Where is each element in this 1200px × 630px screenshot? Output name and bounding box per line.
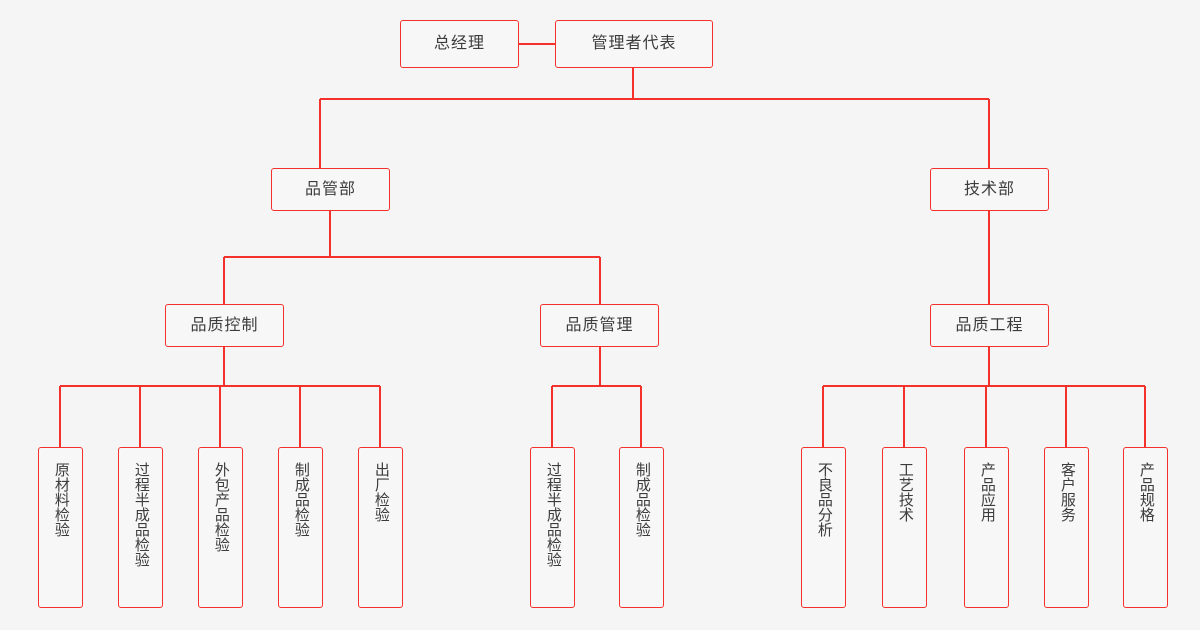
node-label: 产品应用: [978, 462, 996, 522]
node-quality-management-section[interactable]: 品质管理: [540, 304, 659, 347]
node-label: 品管部: [304, 180, 356, 198]
node-label: 总经理: [433, 35, 485, 52]
node-quality-engineering-section[interactable]: 品质工程: [930, 304, 1049, 347]
node-customer-service[interactable]: 客户服务: [1044, 447, 1089, 608]
node-technical-department[interactable]: 技术部: [930, 168, 1049, 211]
node-product-application[interactable]: 产品应用: [964, 447, 1009, 608]
node-quality-control-department[interactable]: 品管部: [271, 168, 390, 211]
node-label: 管理者代表: [591, 35, 677, 52]
node-in-process-inspection[interactable]: 过程半成品检验: [118, 447, 163, 608]
node-outsourced-product-inspection[interactable]: 外包产品检验: [198, 447, 243, 608]
node-general-manager[interactable]: 总经理: [400, 20, 519, 68]
node-quality-control-section[interactable]: 品质控制: [165, 304, 284, 347]
node-defective-product-analysis[interactable]: 不良品分析: [801, 447, 846, 608]
node-product-specification[interactable]: 产品规格: [1123, 447, 1168, 608]
node-label: 出厂检验: [372, 462, 390, 522]
node-finished-product-inspection[interactable]: 制成品检验: [278, 447, 323, 608]
node-label: 制成品检验: [292, 462, 310, 537]
node-label: 品质管理: [565, 316, 634, 334]
node-label: 产品规格: [1137, 462, 1155, 522]
node-label: 品质控制: [190, 316, 259, 334]
node-label: 外包产品检验: [212, 462, 230, 552]
node-label: 技术部: [963, 180, 1015, 198]
node-label: 客户服务: [1058, 462, 1076, 522]
node-label: 工艺技术: [896, 462, 914, 522]
node-label: 不良品分析: [815, 462, 833, 537]
node-label: 原材料检验: [52, 462, 70, 537]
node-raw-material-inspection[interactable]: 原材料检验: [38, 447, 83, 608]
node-label: 过程半成品检验: [132, 462, 150, 567]
node-in-process-inspection-qm[interactable]: 过程半成品检验: [530, 447, 575, 608]
node-label: 制成品检验: [633, 462, 651, 537]
node-label: 过程半成品检验: [544, 462, 562, 567]
node-process-technology[interactable]: 工艺技术: [882, 447, 927, 608]
node-finished-product-inspection-qm[interactable]: 制成品检验: [619, 447, 664, 608]
node-outgoing-inspection[interactable]: 出厂检验: [358, 447, 403, 608]
node-label: 品质工程: [955, 316, 1024, 334]
node-management-representative[interactable]: 管理者代表: [555, 20, 713, 68]
